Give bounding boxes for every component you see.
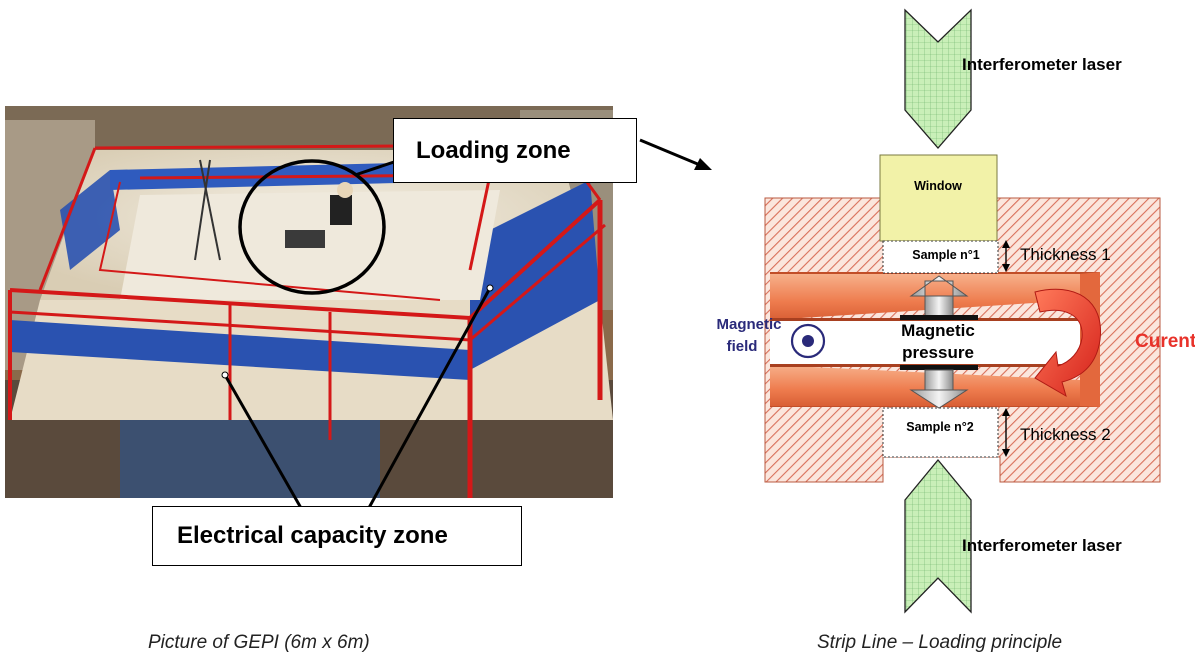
to-diagram-arrow [639,138,701,167]
photo-caption: Picture of GEPI (6m x 6m) [148,632,370,653]
window-box [879,154,998,242]
capacity-dot-1 [221,371,229,379]
loading-zone-callout: Loading zone [393,118,637,183]
magnetic-pressure-line2: pressure [902,343,974,362]
magnetic-pressure-line1: Magnetic [901,321,975,340]
thickness2-label: Thickness 2 [1020,425,1111,444]
magnetic-field-dot-icon [802,335,814,347]
laser-bottom-icon [904,458,972,614]
capacity-leader-1 [223,374,307,516]
thickness1-arrow [1002,240,1010,272]
sample1-box [882,240,999,274]
pressure-arrow-up [900,275,978,320]
capacity-zone-label: Electrical capacity zone [177,522,448,549]
current-label: Curent [1135,331,1195,352]
laser-top-icon [904,8,972,149]
thickness1-label: Thickness 1 [1020,245,1111,264]
capacity-leader-2 [363,287,492,516]
magnetic-field-line1: Magnetic [716,316,781,333]
laser-top-label: Interferometer laser [962,55,1122,74]
sample2-label: Sample n°2 [906,420,974,434]
sample1-label: Sample n°1 [912,248,980,262]
loading-zone-label: Loading zone [416,136,571,164]
sample2-box [882,407,999,458]
magnetic-field-line2: field [727,338,758,355]
loading-zone-ellipse [238,159,386,295]
capacity-dot-2 [486,284,494,292]
current-arrow-icon [1034,288,1102,398]
laser-bottom-label: Interferometer laser [962,536,1122,555]
window-label: Window [914,179,962,193]
to-diagram-arrowhead [694,158,712,170]
diagram-caption: Strip Line – Loading principle [817,632,1063,653]
thickness2-arrow [1002,408,1010,457]
pressure-arrow-down [900,365,978,409]
capacity-zone-callout: Electrical capacity zone [152,506,522,566]
